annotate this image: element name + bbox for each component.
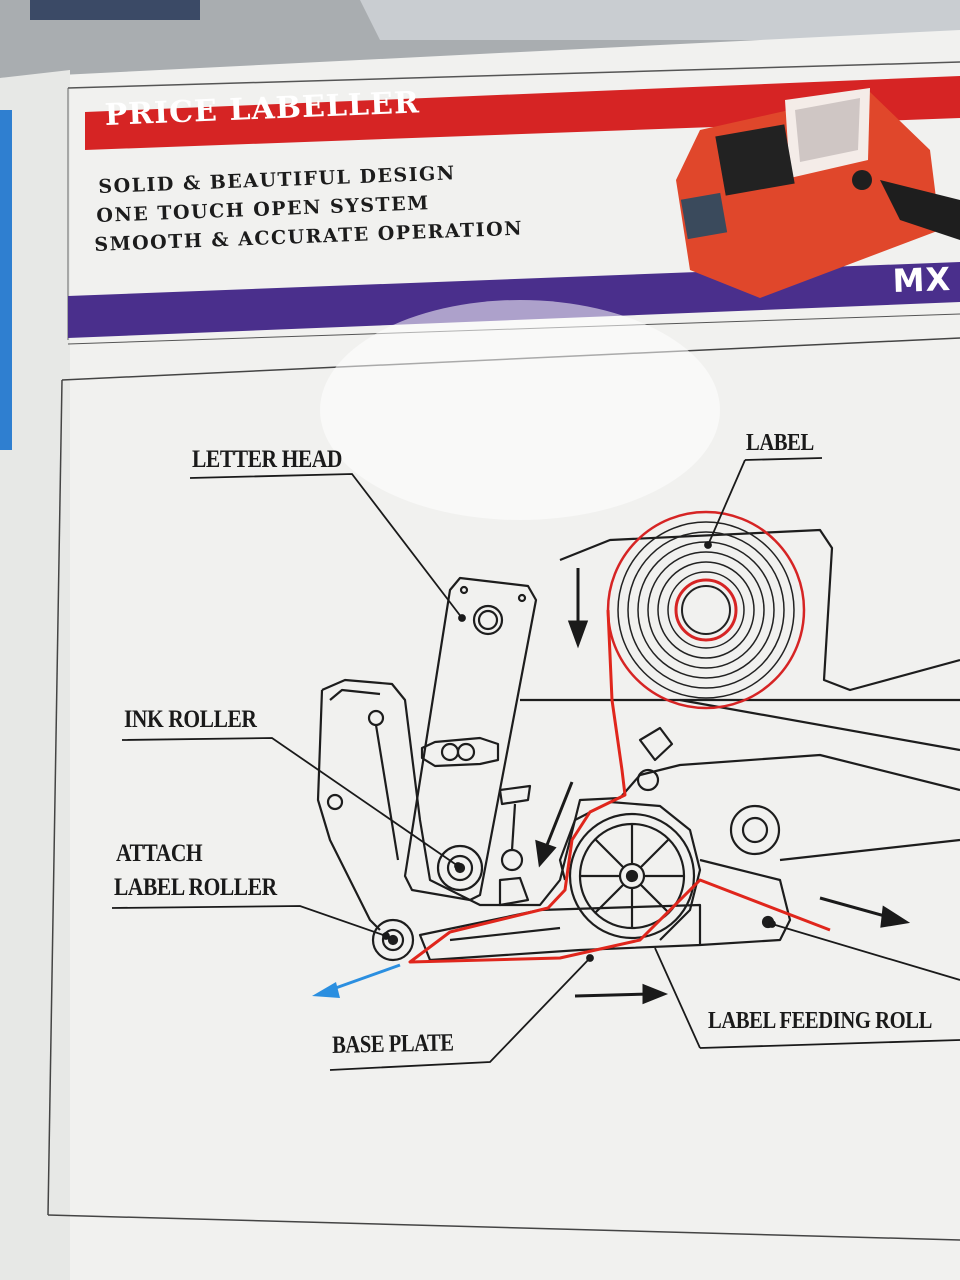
frame-line-top: [67, 61, 960, 89]
model-fragment: MX: [892, 259, 952, 300]
callout-label: LABEL: [746, 430, 814, 456]
label-feed-path: [408, 609, 831, 964]
blue-arrow: [312, 963, 401, 998]
callout-attach-line2: LABEL ROLLER: [114, 874, 277, 901]
box-surface: [0, 30, 960, 1280]
diagram-frame-left: [47, 379, 63, 1216]
callout-label-feeding-roller: LABEL FEEDING ROLL: [708, 1008, 932, 1034]
red-title-band: [85, 76, 960, 150]
callout-ink-roller: INK ROLLER: [124, 706, 257, 733]
puzzle-piece-dark: [30, 0, 200, 20]
diagram-frame-bottom: [47, 1214, 960, 1241]
callout-letter-head: LETTER HEAD: [192, 446, 343, 473]
callout-leaders: [111, 457, 960, 1071]
puzzle-pieces: [360, 0, 960, 40]
product-photo: [676, 88, 960, 298]
blue-edge-stripe: [0, 110, 12, 450]
callout-attach-line1: ATTACH: [116, 840, 203, 867]
flow-arrows: [535, 568, 911, 1005]
glare: [320, 300, 720, 520]
callout-base-plate: BASE PLATE: [332, 1029, 454, 1059]
